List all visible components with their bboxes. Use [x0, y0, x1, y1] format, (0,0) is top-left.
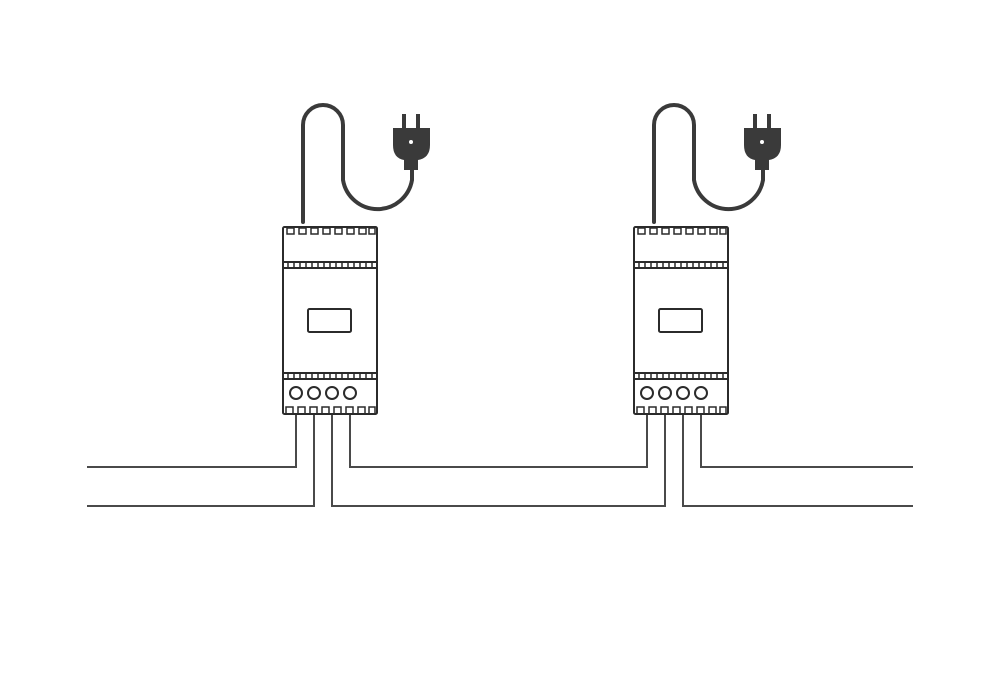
wire-link-a — [331, 399, 666, 507]
wire-l1 — [87, 399, 297, 468]
device-1 — [281, 103, 432, 416]
wire-r2 — [700, 399, 913, 468]
plug-icon — [632, 103, 783, 416]
wire-r1 — [682, 399, 913, 507]
wire-l2 — [87, 399, 315, 507]
wires — [87, 399, 913, 507]
plug-icon — [281, 103, 432, 416]
wire-link-b — [349, 399, 648, 468]
device-2 — [632, 103, 783, 416]
